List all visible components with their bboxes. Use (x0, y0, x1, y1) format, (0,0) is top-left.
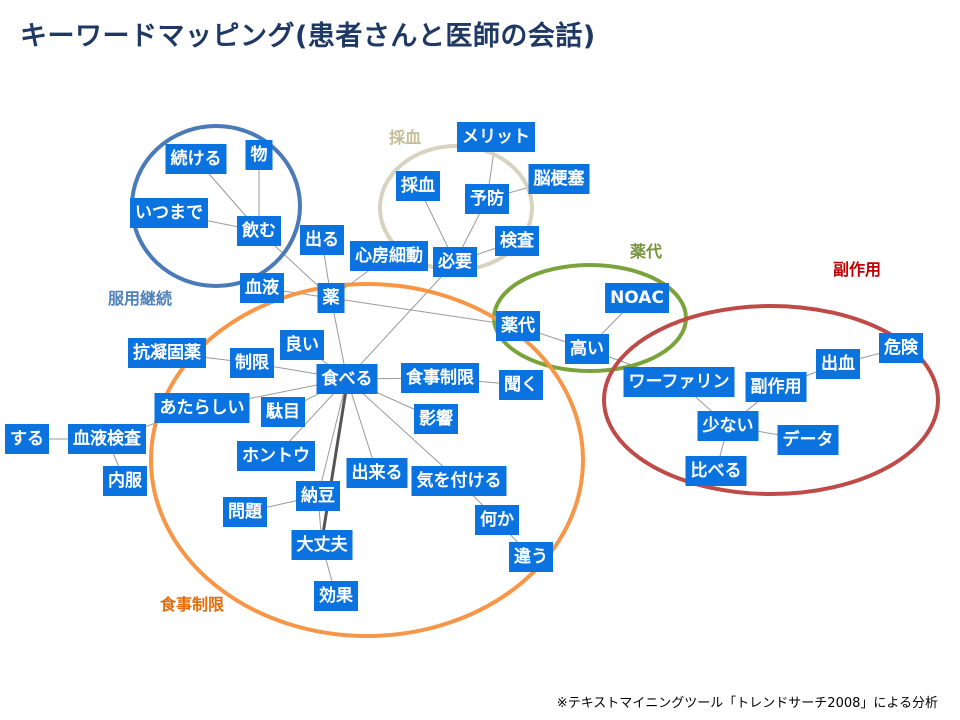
keyword-node: 良い (280, 330, 324, 360)
keyword-node: 影響 (414, 404, 458, 434)
group-label-saiketsu: 採血 (388, 128, 422, 147)
keyword-node: 比べる (685, 456, 747, 486)
keyword-node: 効果 (314, 581, 358, 611)
keyword-node: 違う (509, 542, 553, 572)
keyword-node: 薬代 (496, 311, 540, 341)
keyword-node: あたらしい (154, 393, 250, 423)
keyword-node: 制限 (230, 348, 274, 378)
keyword-node: 聞く (499, 370, 543, 400)
edge-hitsuyou-taberu (346, 261, 456, 380)
keyword-node: 出血 (816, 349, 860, 379)
keyword-node: データ (777, 425, 839, 455)
keyword-node: NOAC (605, 283, 669, 313)
edge-taberu-natto (317, 378, 348, 497)
edge-taberu-natto-strong (320, 389, 348, 541)
group-ring-shokuji-seigen (149, 282, 585, 638)
keyword-node: 採血 (396, 171, 440, 201)
keyword-node: 検査 (495, 226, 539, 256)
page-title: キーワードマッピング(患者さんと医師の会話) (20, 21, 596, 52)
edge-kusuri-yakudai (330, 297, 519, 327)
keyword-node: いつまで (130, 198, 208, 228)
keyword-node: ホントウ (237, 441, 315, 471)
group-ring-fukusayou (602, 304, 940, 496)
keyword-node: 薬 (317, 283, 345, 313)
keyword-node: 問題 (223, 497, 267, 527)
source-footnote: ※テキストマイニングツール「トレンドサーチ2008」による分析 (556, 696, 938, 711)
keyword-node: 続ける (165, 144, 227, 174)
keyword-node: 血液検査 (68, 424, 146, 454)
keyword-node: 危険 (879, 333, 923, 363)
keyword-node: 納豆 (296, 481, 340, 511)
keyword-node: 血液 (240, 273, 284, 303)
edge-dekiru-taberu (346, 378, 378, 474)
keyword-node: ワーファリン (623, 367, 735, 397)
group-label-fukusayou: 副作用 (832, 260, 882, 279)
edge-kiwotsukeru-taberu (346, 378, 460, 482)
keyword-node: 必要 (433, 247, 477, 277)
keyword-node: 物 (245, 140, 273, 170)
keyword-node: 気を付ける (411, 466, 507, 496)
keyword-node: 駄目 (261, 397, 305, 427)
keyword-node: 脳梗塞 (528, 164, 590, 194)
group-label-yakudai: 薬代 (629, 242, 663, 261)
keyword-node: する (5, 424, 49, 454)
keyword-node: 予防 (465, 184, 509, 214)
keyword-node: 出来る (346, 458, 408, 488)
keyword-node: 少ない (697, 411, 759, 441)
keyword-node: 大丈夫 (291, 530, 353, 560)
keyword-node: 何か (475, 505, 519, 535)
keyword-node: 内服 (103, 466, 147, 496)
keyword-node: メリット (457, 122, 535, 152)
keyword-node: 心房細動 (350, 241, 428, 271)
keyword-node: 副作用 (745, 372, 807, 402)
keyword-node: 出る (300, 225, 344, 255)
keyword-node: 食事制限 (401, 363, 479, 393)
group-label-fukuyou-keizoku: 服用継続 (107, 289, 173, 308)
keyword-node: 高い (565, 334, 609, 364)
keyword-node: 飲む (237, 216, 281, 246)
group-label-shokuji-seigen: 食事制限 (159, 595, 225, 614)
keyword-node: 抗凝固薬 (128, 338, 206, 368)
keyword-node: 食べる (316, 364, 378, 394)
